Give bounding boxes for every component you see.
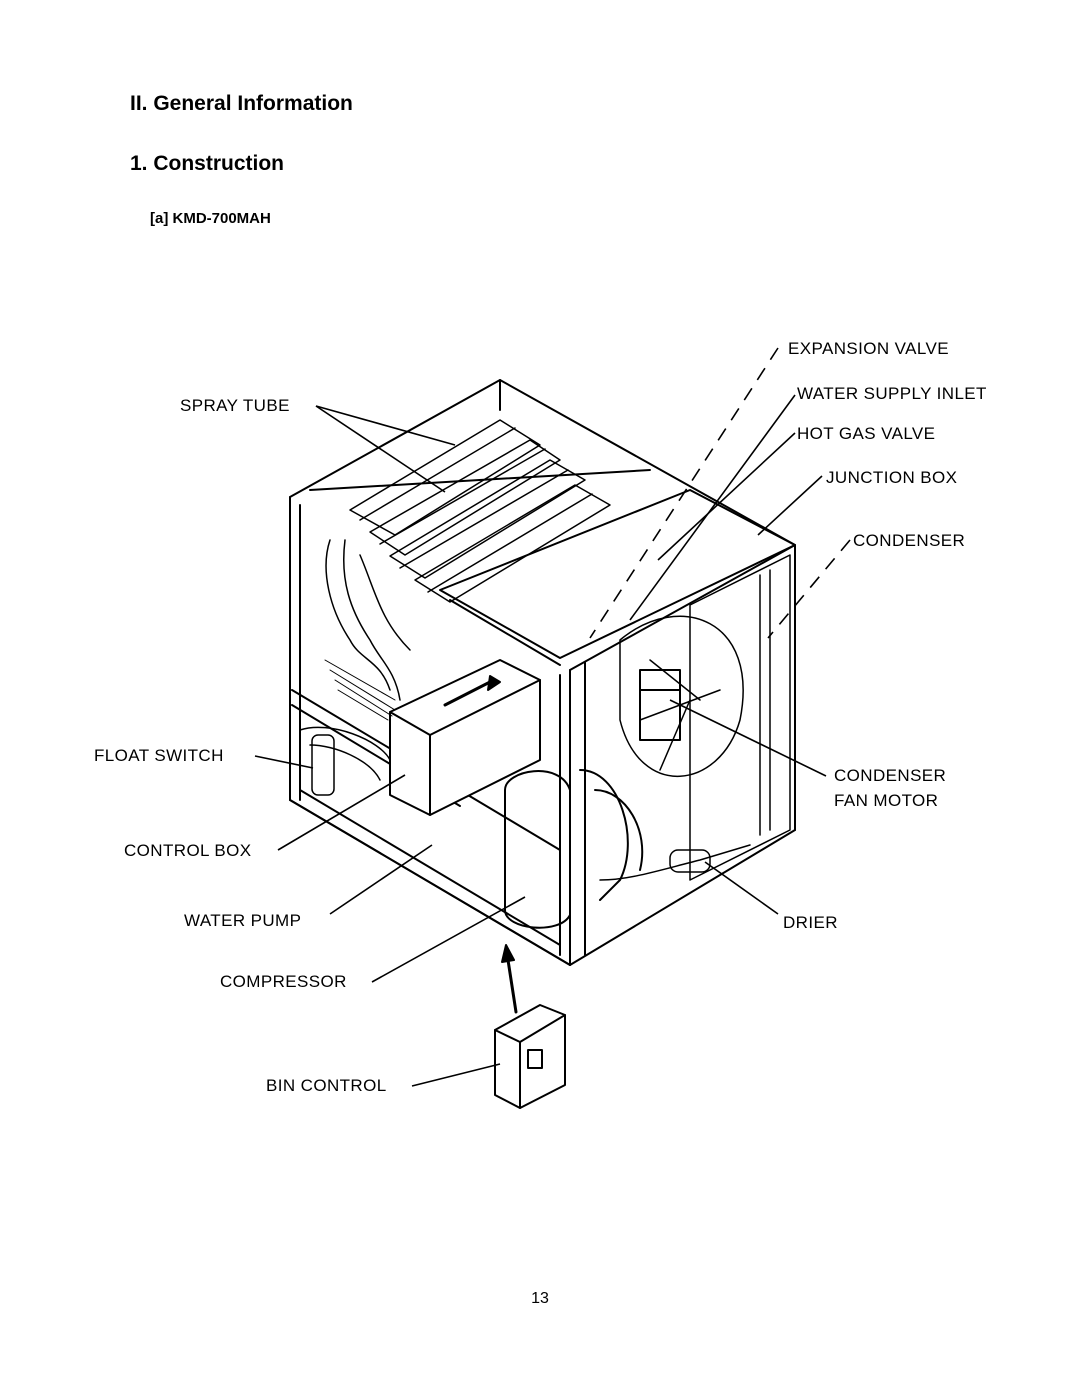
section-heading: II. General Information <box>130 92 353 115</box>
piping <box>299 539 751 881</box>
label-bin-control: BIN CONTROL <box>266 1076 387 1095</box>
label-drier: DRIER <box>783 913 838 932</box>
label-compressor: COMPRESSOR <box>220 972 347 991</box>
evaporator-plates <box>349 419 611 603</box>
compressor-shape <box>504 769 644 929</box>
label-condenser-fan-motor-line2: FAN MOTOR <box>834 791 939 810</box>
subsection-heading: 1. Construction <box>130 152 285 175</box>
label-float-switch: FLOAT SWITCH <box>94 746 224 765</box>
cabinet-frame <box>289 379 796 966</box>
bin-control-shape <box>494 1004 566 1109</box>
control-box-shape <box>389 659 541 816</box>
model-heading: [a] KMD-700MAH <box>150 210 271 227</box>
label-water-pump: WATER PUMP <box>184 911 302 930</box>
leader-lines <box>254 347 851 1087</box>
label-junction-box: JUNCTION BOX <box>826 468 958 487</box>
label-condenser: CONDENSER <box>853 531 966 550</box>
label-control-box: CONTROL BOX <box>124 841 252 860</box>
label-expansion-valve: EXPANSION VALVE <box>788 339 949 358</box>
fins <box>324 659 396 721</box>
label-spray-tube: SPRAY TUBE <box>180 396 290 415</box>
label-water-supply-inlet: WATER SUPPLY INLET <box>797 384 987 403</box>
page-number: 13 <box>531 1290 549 1307</box>
fan-motor <box>639 669 681 741</box>
label-condenser-fan-motor-line1: CONDENSER <box>834 766 947 785</box>
label-hot-gas-valve: HOT GAS VALVE <box>797 424 936 443</box>
